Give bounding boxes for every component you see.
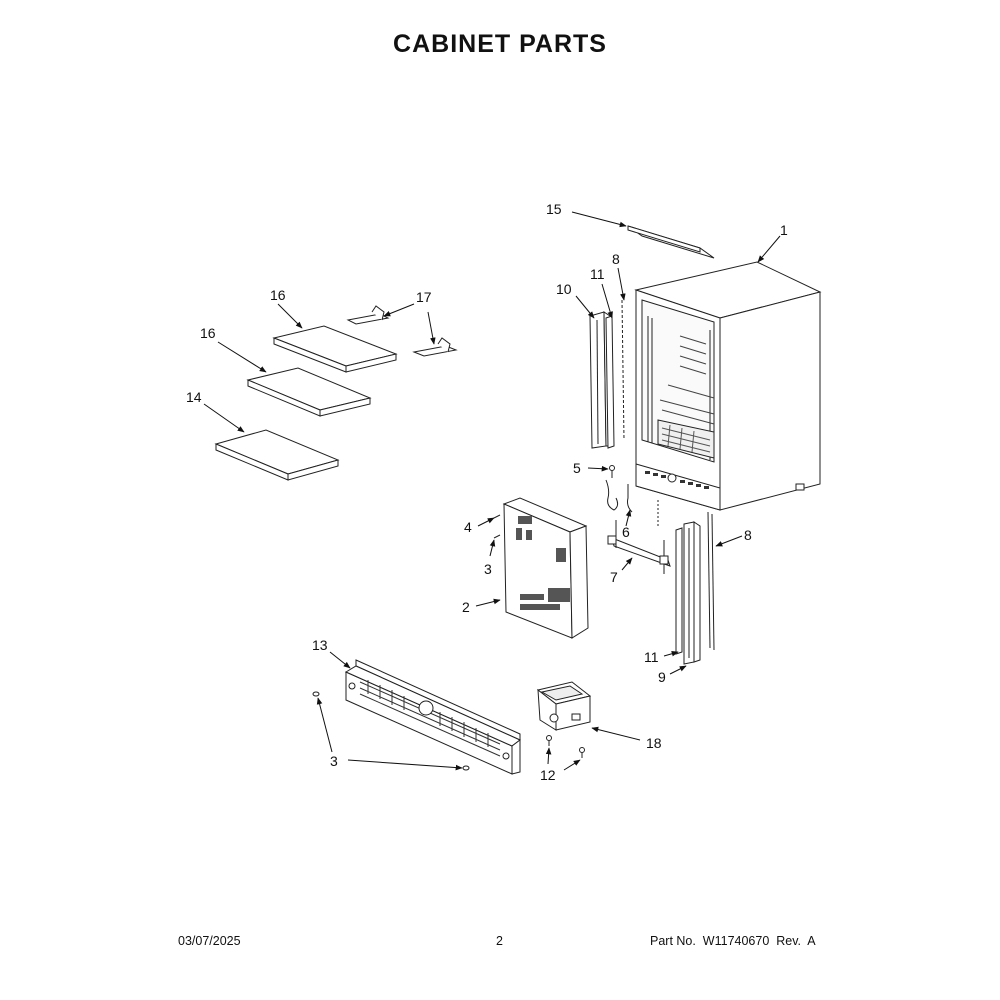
leader-arrows [203, 211, 781, 771]
footer-part-number: Part No. W11740670 Rev. A [650, 934, 816, 948]
callout-7: 7 [610, 569, 618, 585]
callout-4: 4 [464, 519, 472, 535]
part-9-right-strip [684, 522, 700, 664]
callout-15: 15 [546, 201, 562, 217]
part-3-screw-upper [494, 535, 500, 538]
part-2-control-panel [504, 498, 588, 638]
callout-6: 6 [622, 524, 630, 540]
callout-17: 17 [416, 289, 432, 305]
callout-16: 16 [270, 287, 286, 303]
part-3-screw-left [312, 691, 320, 697]
part-16-shelf-upper [274, 326, 396, 372]
callout-8: 8 [744, 527, 752, 543]
part-11-upper-strip [606, 316, 614, 448]
callout-11: 11 [590, 266, 605, 282]
part-17-bracket-upper [348, 306, 388, 324]
part-1-cabinet [636, 262, 820, 510]
part-4-screw [494, 515, 500, 518]
part-16-shelf-middle [248, 368, 370, 416]
callout-3: 3 [484, 561, 492, 577]
part-18-drain-box [538, 682, 590, 730]
part-13-grille [346, 660, 520, 774]
part-8-upper-rod [622, 300, 624, 440]
part-12-screw-right [579, 747, 585, 759]
callout-1: 1 [780, 222, 788, 238]
part-7-hinge-bracket [608, 520, 670, 574]
part-14-shelf-lower [216, 430, 338, 480]
callout-8: 8 [612, 251, 620, 267]
callout-13: 13 [312, 637, 328, 653]
part-11-lower-strip [676, 528, 682, 654]
callout-10: 10 [556, 281, 572, 297]
callout-9: 9 [658, 669, 666, 685]
callout-11: 11 [644, 649, 659, 665]
callout-12: 12 [540, 767, 556, 783]
part-17-bracket-lower [414, 338, 456, 356]
footer-date: 03/07/2025 [178, 934, 241, 948]
part-8-lower-rod [708, 512, 714, 650]
callout-2: 2 [462, 599, 470, 615]
part-15-top-trim [628, 226, 714, 258]
part-3-screw-right [462, 765, 470, 771]
callout-5: 5 [573, 460, 581, 476]
footer-page-number: 2 [496, 934, 503, 948]
callout-14: 14 [186, 389, 202, 405]
part-5-screw [609, 465, 615, 479]
part-12-screw-left [546, 735, 552, 747]
callout-16: 16 [200, 325, 216, 341]
callout-18: 18 [646, 735, 662, 751]
callout-labels: 1 15 8 11 10 16 17 16 14 5 4 6 8 3 7 2 1… [186, 201, 788, 783]
page-title: CABINET PARTS [393, 30, 607, 58]
callout-3: 3 [330, 753, 338, 769]
